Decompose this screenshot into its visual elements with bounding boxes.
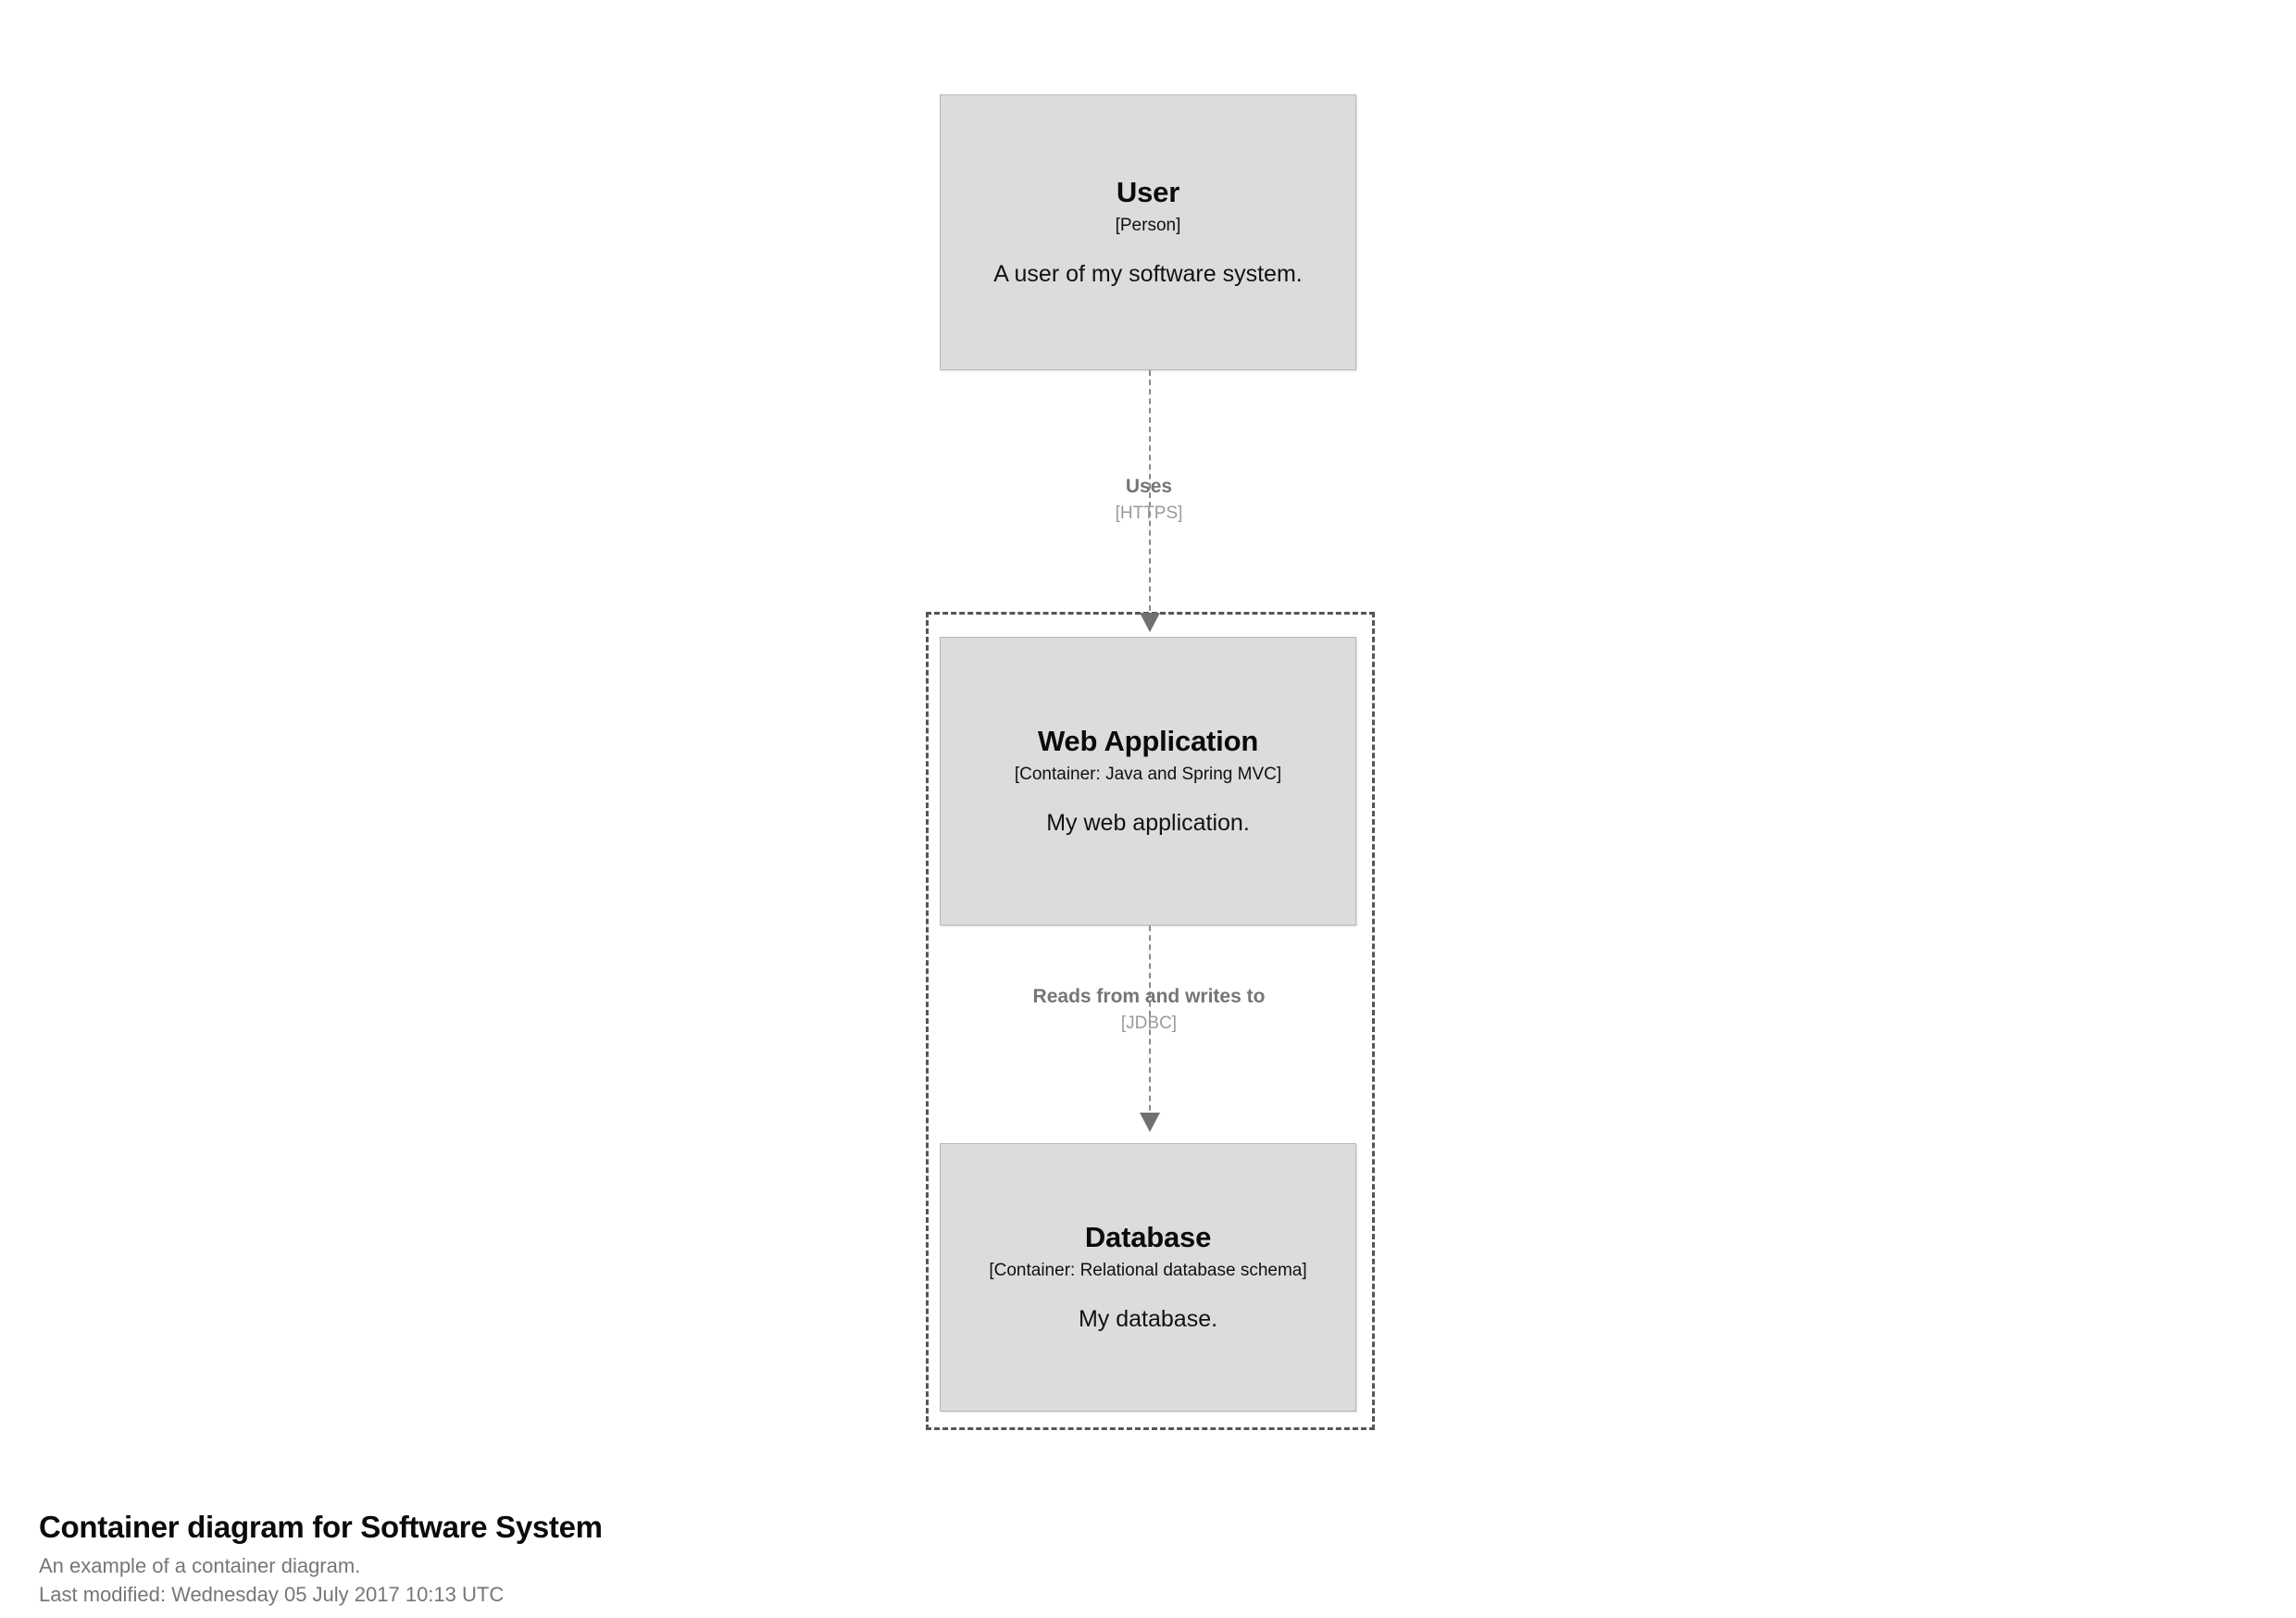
diagram-last-modified: Last modified: Wednesday 05 July 2017 10… bbox=[39, 1583, 505, 1607]
relationship-label-uses: Uses [HTTPS] bbox=[1010, 474, 1288, 526]
node-user-tech: [Person] bbox=[1115, 215, 1181, 235]
node-user-description: A user of my software system. bbox=[993, 260, 1303, 287]
relationship-line-reads-writes bbox=[1149, 926, 1151, 1120]
relationship-uses-description: Uses bbox=[1125, 476, 1173, 497]
arrowhead-down-icon bbox=[1140, 1113, 1160, 1132]
relationship-line-uses bbox=[1149, 370, 1151, 620]
node-web-application-description: My web application. bbox=[1046, 809, 1250, 836]
relationship-reads-writes-technology: [JDBC] bbox=[1120, 1014, 1178, 1034]
node-database-tech: [Container: Relational database schema] bbox=[989, 1260, 1307, 1280]
relationship-reads-writes-description: Reads from and writes to bbox=[1032, 986, 1266, 1007]
node-web-application-tech: [Container: Java and Spring MVC] bbox=[1014, 764, 1282, 784]
relationship-label-reads-writes: Reads from and writes to [JDBC] bbox=[1010, 984, 1288, 1036]
arrowhead-down-icon bbox=[1140, 613, 1160, 632]
diagram-subtitle: An example of a container diagram. bbox=[39, 1553, 361, 1577]
node-user[interactable]: User [Person] A user of my software syst… bbox=[940, 94, 1356, 370]
node-web-application-name: Web Application bbox=[1037, 725, 1259, 758]
node-web-application[interactable]: Web Application [Container: Java and Spr… bbox=[940, 637, 1356, 926]
node-database[interactable]: Database [Container: Relational database… bbox=[940, 1143, 1356, 1412]
diagram-caption: Container diagram for Software System An… bbox=[39, 1509, 1150, 1610]
node-database-description: My database. bbox=[1078, 1305, 1218, 1332]
relationship-uses-technology: [HTTPS] bbox=[1115, 504, 1183, 524]
node-database-name: Database bbox=[1084, 1221, 1212, 1254]
diagram-title: Container diagram for Software System bbox=[39, 1510, 603, 1544]
node-user-name: User bbox=[1116, 176, 1180, 209]
